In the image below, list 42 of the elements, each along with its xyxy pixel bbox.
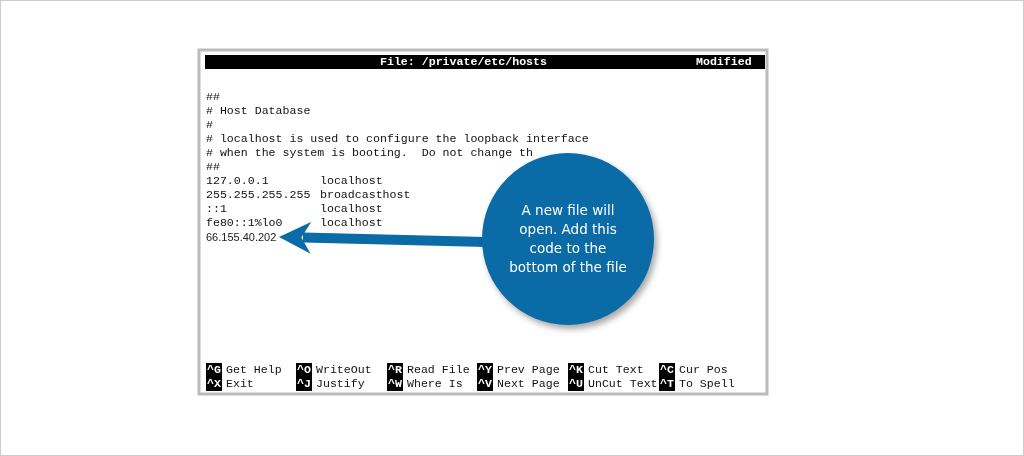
shortcut-key: ^X bbox=[206, 377, 222, 391]
code-text: Cut Text bbox=[588, 363, 644, 377]
code-text: broadcasthost bbox=[320, 188, 411, 202]
shortcut-key: ^J bbox=[296, 377, 312, 391]
code-text: # Host Database bbox=[206, 104, 311, 118]
title-bar-text: File: /private/etc/hosts bbox=[380, 55, 547, 69]
shortcut-key: ^W bbox=[387, 377, 403, 391]
shortcut-key: ^Y bbox=[477, 363, 493, 377]
code-text: Where Is bbox=[407, 377, 463, 391]
code-text: 127.0.0.1 bbox=[206, 174, 269, 188]
shortcut-key: ^R bbox=[387, 363, 403, 377]
code-text: To Spell bbox=[679, 377, 735, 391]
shortcut-key: ^V bbox=[477, 377, 493, 391]
shortcut-key: ^T bbox=[659, 377, 675, 391]
code-text: Exit bbox=[226, 377, 254, 391]
code-text: WriteOut bbox=[316, 363, 372, 377]
title-bar-text: Modified bbox=[696, 55, 752, 69]
code-text: ## bbox=[206, 90, 220, 104]
shortcut-key: ^G bbox=[206, 363, 222, 377]
code-text: localhost bbox=[320, 174, 383, 188]
code-text: 66.155.40.202 bbox=[206, 231, 277, 243]
code-text: ::1 bbox=[206, 202, 227, 216]
code-text: ## bbox=[206, 160, 220, 174]
code-text: Cur Pos bbox=[679, 363, 728, 377]
callout-text: A new file will open. Add this code to the bottom of the file bbox=[508, 201, 628, 277]
code-text: Next Page bbox=[497, 377, 560, 391]
code-text: UnCut Text bbox=[588, 377, 658, 391]
code-text: Prev Page bbox=[497, 363, 560, 377]
code-text: Read File bbox=[407, 363, 470, 377]
code-text: Justify bbox=[316, 377, 365, 391]
shortcut-key: ^C bbox=[659, 363, 675, 377]
code-text: # localhost is used to configure the loopback interface bbox=[206, 132, 589, 146]
code-text: localhost bbox=[320, 202, 383, 216]
code-text: # bbox=[206, 118, 213, 132]
code-text: localhost bbox=[320, 216, 383, 230]
code-text: Get Help bbox=[226, 363, 282, 377]
code-text: # when the system is booting. Do not change th bbox=[206, 146, 533, 160]
shortcut-key: ^O bbox=[296, 363, 312, 377]
code-text: fe80::1%lo0 bbox=[206, 216, 283, 230]
code-text: 255.255.255.255 bbox=[206, 188, 311, 202]
shortcut-key: ^K bbox=[568, 363, 584, 377]
shortcut-key: ^U bbox=[568, 377, 584, 391]
